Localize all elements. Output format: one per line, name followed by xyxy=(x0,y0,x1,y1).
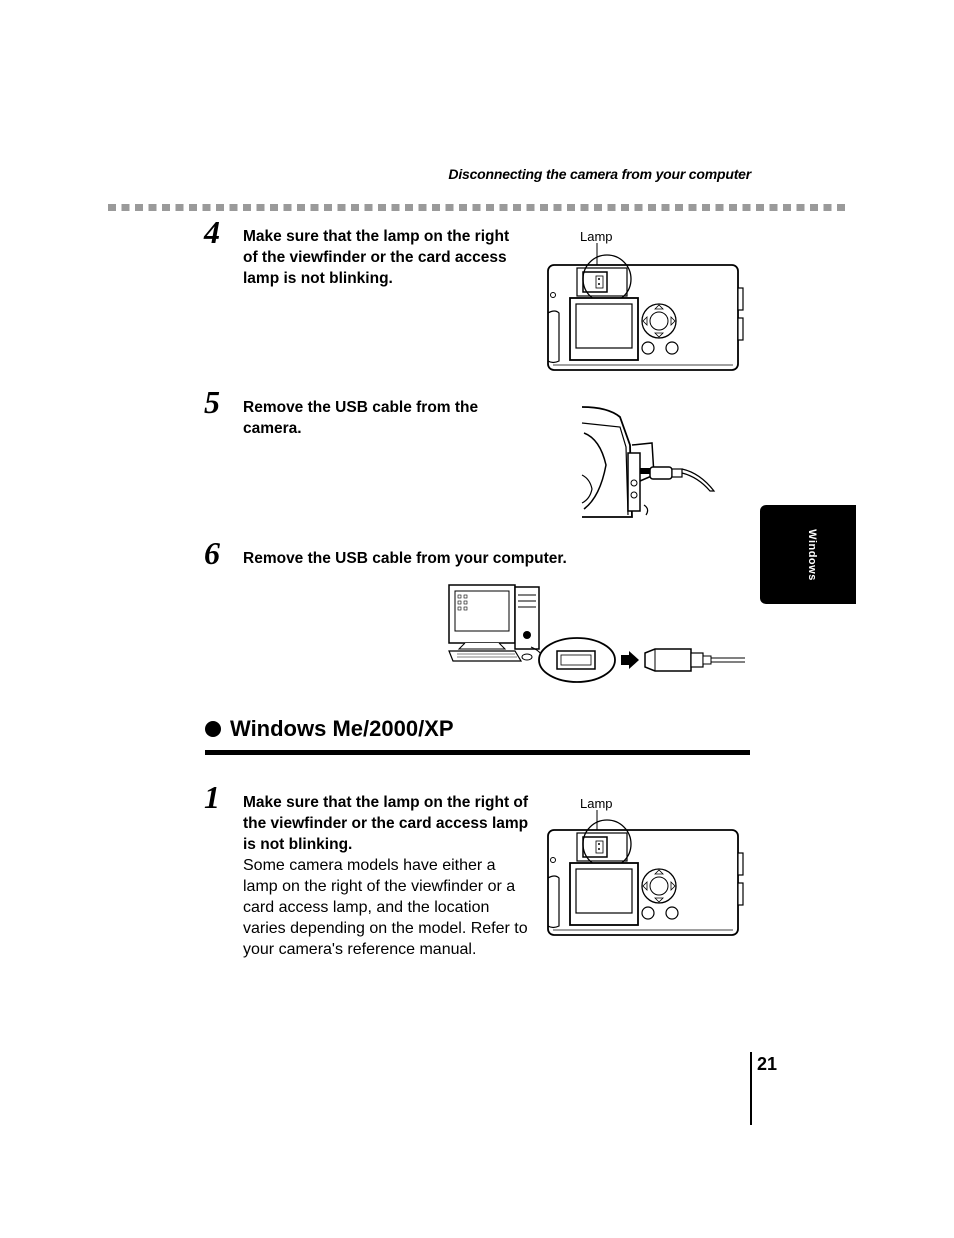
step-1-body: Make sure that the lamp on the right of … xyxy=(243,792,533,960)
camera-back-illustration-1 xyxy=(547,243,744,371)
step-1-note: Some camera models have either a lamp on… xyxy=(243,857,528,958)
step-1-text: Make sure that the lamp on the right of … xyxy=(243,794,529,853)
dotted-separator xyxy=(108,204,848,211)
bullet-icon xyxy=(205,721,221,737)
page-number: 21 xyxy=(757,1054,778,1074)
step-number-1: 1 xyxy=(204,779,220,815)
step-6-text: Remove the USB cable from your computer. xyxy=(243,550,567,567)
section-tab-label: Windows xyxy=(806,529,818,581)
page-number-rule xyxy=(750,1052,752,1125)
section-heading-text: Windows Me/2000/XP xyxy=(230,716,454,741)
camera-back-illustration-2 xyxy=(547,810,744,936)
lamp-label-1: Lamp xyxy=(580,229,613,244)
step-number-4: 4 xyxy=(204,214,220,250)
lamp-label-2: Lamp xyxy=(580,796,613,811)
running-header: Disconnecting the camera from your compu… xyxy=(448,166,751,182)
section-heading: Windows Me/2000/XP xyxy=(205,716,454,742)
usb-camera-illustration xyxy=(581,406,716,518)
section-tab: Windows xyxy=(760,505,856,604)
step-5-text: Remove the USB cable from the camera. xyxy=(243,399,479,437)
section-rule xyxy=(205,750,750,755)
step-number-5: 5 xyxy=(204,384,220,420)
step-4-text: Make sure that the lamp on the right of … xyxy=(243,228,510,287)
step-number-6: 6 xyxy=(204,535,220,571)
computer-usb-illustration xyxy=(448,584,745,683)
